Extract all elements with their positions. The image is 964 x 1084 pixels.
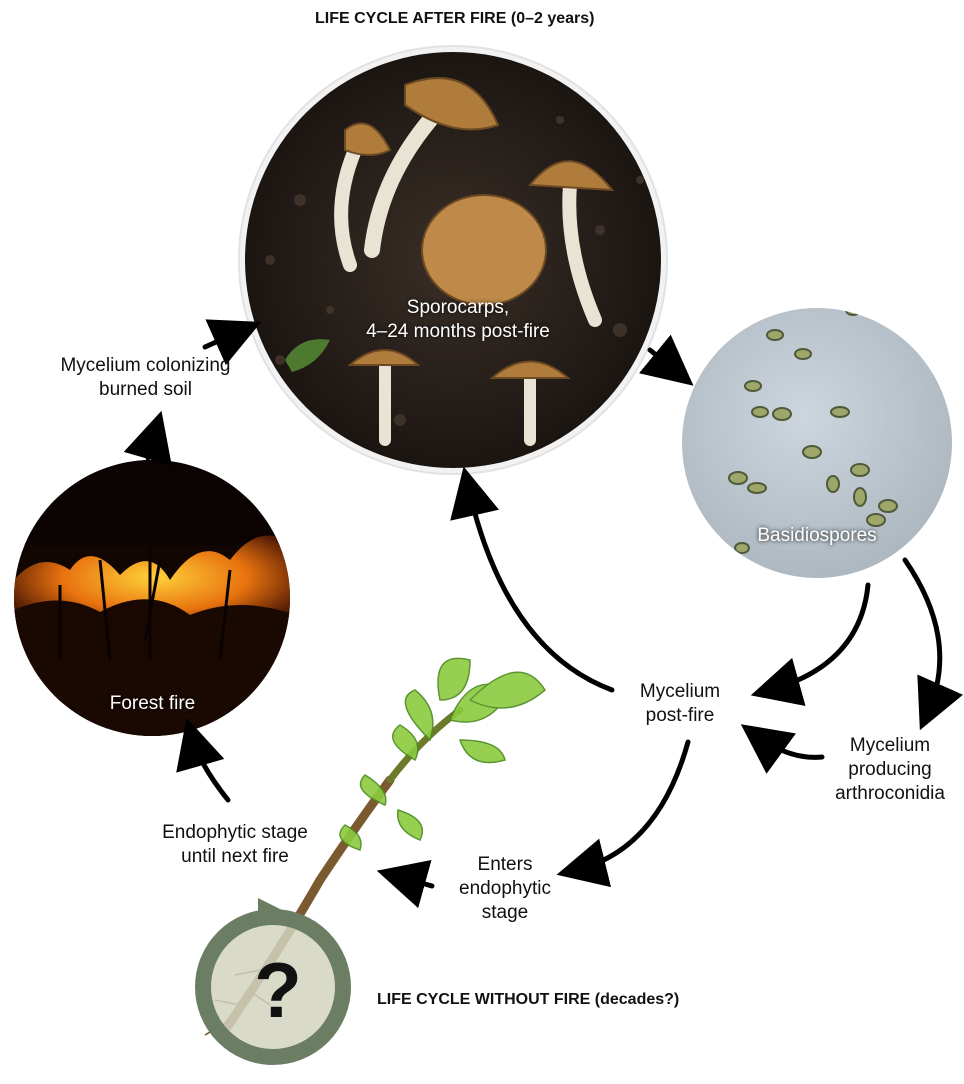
sporocarps-photo <box>239 46 667 474</box>
label-enters-endophytic: Enters endophytic stage <box>440 853 570 925</box>
caption-basidiospores: Basidiospores <box>722 524 912 548</box>
arrow-spores-to-arthroconidia <box>905 560 940 712</box>
label-mycelium-arthroconidia: Mycelium producing arthroconidia <box>820 734 960 806</box>
arrow-colonizing-to-sporocarps <box>205 330 243 347</box>
arrow-endophytic-to-fire <box>192 737 228 800</box>
title-without-fire: LIFE CYCLE WITHOUT FIRE (decades?) <box>377 991 679 1009</box>
arrow-fire-to-colonizing <box>148 430 156 458</box>
arrow-mycelium-to-sporocarps <box>468 486 612 690</box>
arrow-spores-to-mycelium <box>770 585 868 690</box>
label-mycelium-post-fire: Mycelium post-fire <box>625 680 735 728</box>
question-mark: ? <box>248 950 308 1030</box>
title-after-fire: LIFE CYCLE AFTER FIRE (0–2 years) <box>315 10 594 28</box>
arrow-mycelium-to-endophytic <box>576 742 688 870</box>
label-endophytic-until-fire: Endophytic stage until next fire <box>120 821 350 869</box>
label-mycelium-colonizing: Mycelium colonizing burned soil <box>18 354 273 402</box>
arrow-arthroconidia-to-mycelium <box>757 736 822 757</box>
arrow-sporocarps-to-spores <box>650 350 678 373</box>
arrow-enters-to-moss <box>396 876 432 886</box>
caption-sporocarps: Sporocarps, 4–24 months post-fire <box>318 296 598 344</box>
caption-forest-fire: Forest fire <box>70 692 235 716</box>
